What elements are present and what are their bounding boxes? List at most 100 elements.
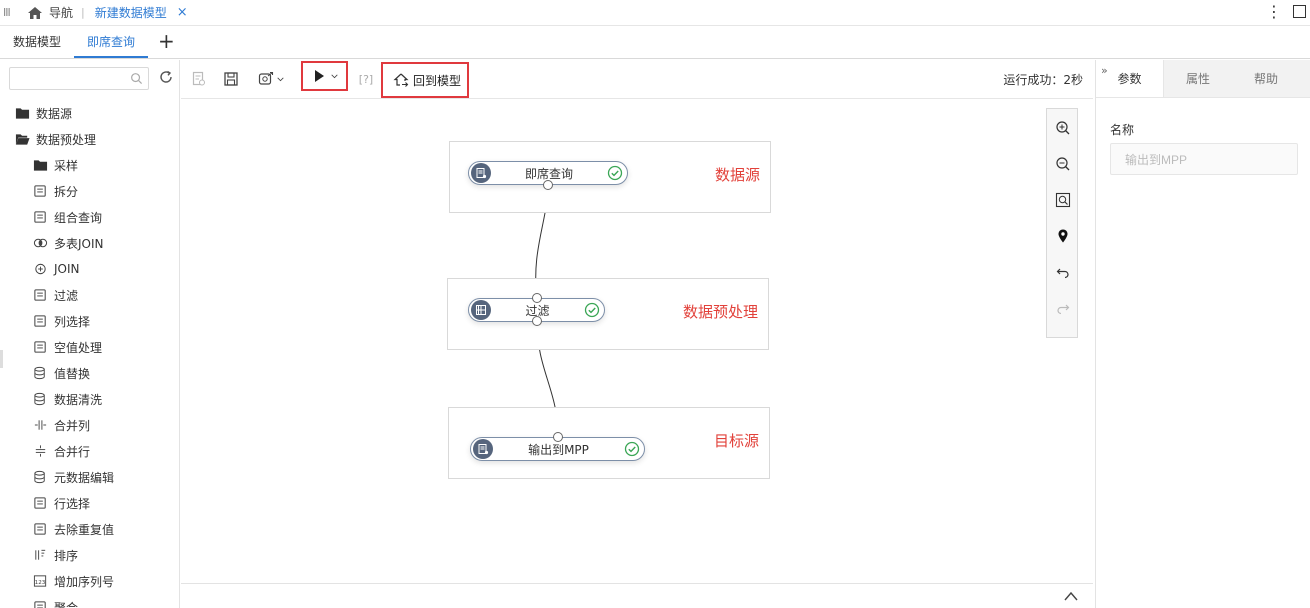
right-panel-tabs: 参数 属性 帮助 [1096, 60, 1310, 98]
tree-item-label: 拆分 [54, 184, 79, 199]
run-dropdown-button[interactable] [309, 65, 341, 87]
tree-item[interactable]: 去除重复值 [0, 516, 179, 542]
stage-label: 数据源 [714, 166, 760, 184]
dedupe-icon [32, 522, 48, 536]
folder-icon [14, 106, 30, 120]
name-field-label: 名称 [1110, 123, 1135, 137]
input-port[interactable] [532, 293, 542, 303]
run-highlight-box [301, 61, 348, 91]
back-to-model-highlight-box [381, 62, 469, 98]
database-icon [473, 439, 493, 459]
tab-parameters[interactable]: 参数 [1096, 60, 1164, 97]
home-icon [28, 6, 42, 19]
tree-item-label: 行选择 [54, 496, 91, 511]
tree-item-label: 排序 [54, 548, 79, 563]
name-field[interactable] [1110, 143, 1298, 175]
return-home-icon [393, 73, 409, 87]
preview-data-button[interactable] [189, 68, 209, 90]
chevron-down-icon [331, 74, 338, 78]
menu-icon[interactable]: III [3, 6, 11, 19]
right-panel: 参数 属性 帮助 » 名称 [1095, 60, 1310, 608]
workflow-canvas[interactable]: 数据源 数据预处理 目标源 即席查询 过滤 输出到MPP [181, 100, 1093, 583]
zoom-in-icon[interactable] [1055, 120, 1071, 136]
fit-view-icon[interactable] [1055, 192, 1071, 208]
column-select-icon [32, 314, 48, 328]
chevron-down-icon [276, 77, 284, 81]
tab-adhoc-query[interactable]: 即席查询 [74, 26, 149, 58]
tab-properties[interactable]: 属性 [1185, 72, 1210, 86]
tree-item[interactable]: 列选择 [0, 308, 179, 334]
tree-item-label: 组合查询 [54, 210, 103, 225]
tree-item[interactable]: 多表JOIN [0, 230, 179, 256]
aggregate-icon [32, 600, 48, 608]
tree-item[interactable]: 元数据编辑 [0, 464, 179, 490]
search-input[interactable] [10, 68, 125, 89]
tree-item-label: 数据源 [36, 106, 73, 121]
nav-home-link[interactable]: 导航 [27, 4, 73, 21]
save-icon [224, 72, 238, 86]
tree-item[interactable]: 组合查询 [0, 204, 179, 230]
combine-query-icon [32, 210, 48, 224]
stage-label: 数据预处理 [682, 303, 758, 321]
node-label: 即席查询 [524, 166, 573, 181]
output-port[interactable] [543, 180, 553, 190]
tree-item[interactable]: 过滤 [0, 282, 179, 308]
left-sidebar: 数据源数据预处理采样拆分组合查询多表JOIN JOIN 过滤列选择空值处理值替换数据… [0, 60, 180, 608]
breadcrumb-separator: | [81, 6, 85, 19]
tree-item[interactable]: 采样 [0, 152, 179, 178]
tree-item[interactable]: 数据预处理 [0, 126, 179, 152]
run-status-text: 运行成功：2秒 [1003, 73, 1083, 87]
input-port[interactable] [553, 432, 563, 442]
node-label: 过滤 [525, 303, 550, 318]
bottom-panel-bar [181, 583, 1093, 608]
chevron-up-icon[interactable] [1063, 590, 1079, 602]
close-tab-icon[interactable]: × [176, 5, 188, 20]
output-port[interactable] [532, 316, 542, 326]
location-pin-icon[interactable] [1055, 228, 1071, 244]
redo-icon[interactable] [1055, 300, 1071, 316]
tree-item[interactable]: 123 增加序列号 [0, 568, 179, 594]
document-tab-new-data-model[interactable]: 新建数据模型 [94, 6, 167, 20]
tree-item-label: 数据预处理 [36, 132, 97, 147]
tree-item-label: 增加序列号 [54, 574, 115, 589]
tree-item[interactable]: 数据清洗 [0, 386, 179, 412]
tree-item[interactable]: 合并列 [0, 412, 179, 438]
refresh-icon[interactable] [158, 69, 174, 85]
tree-item[interactable]: JOIN [0, 256, 179, 282]
back-to-model-button[interactable]: 回到模型 [391, 69, 463, 91]
tab-data-model[interactable]: 数据模型 [13, 35, 62, 49]
search-icon[interactable] [130, 72, 143, 85]
row-select-icon [32, 496, 48, 510]
metadata-edit-icon [32, 470, 48, 484]
tree-item[interactable]: 行选择 [0, 490, 179, 516]
tree-item[interactable]: 值替换 [0, 360, 179, 386]
node-label: 输出到MPP [528, 442, 589, 457]
undo-icon[interactable] [1055, 264, 1071, 280]
save-button[interactable] [221, 68, 241, 90]
tab-bar: 数据模型 即席查询 + [0, 27, 1310, 59]
tree-item-label: 数据清洗 [54, 392, 103, 407]
sidebar-resize-handle[interactable] [0, 350, 3, 368]
zoom-out-icon[interactable] [1055, 156, 1071, 172]
tree-item[interactable]: 拆分 [0, 178, 179, 204]
join-icon [32, 262, 48, 276]
tree-item[interactable]: 数据源 [0, 100, 179, 126]
tab-help[interactable]: 帮助 [1253, 72, 1278, 86]
tree-item[interactable]: 排序 [0, 542, 179, 568]
export-dropdown-button[interactable] [255, 68, 287, 90]
back-to-model-label: 回到模型 [412, 73, 461, 88]
merge-column-icon [32, 418, 48, 432]
collapse-panel-icon[interactable]: » [1101, 64, 1108, 77]
help-button[interactable]: [?] [358, 72, 374, 86]
tree-item-label: JOIN [54, 262, 80, 276]
filter-icon [32, 288, 48, 302]
tree-item[interactable]: 空值处理 [0, 334, 179, 360]
tree-item[interactable]: 合并行 [0, 438, 179, 464]
add-serial-icon: 123 [32, 574, 48, 588]
add-tab-button[interactable]: + [158, 29, 175, 53]
maximize-icon[interactable] [1293, 5, 1306, 18]
tree-item-label: 合并列 [54, 418, 91, 433]
export-icon [258, 71, 273, 85]
tree-item[interactable]: 聚合 [0, 594, 179, 608]
more-options-icon[interactable]: ⋮ [1266, 2, 1282, 21]
